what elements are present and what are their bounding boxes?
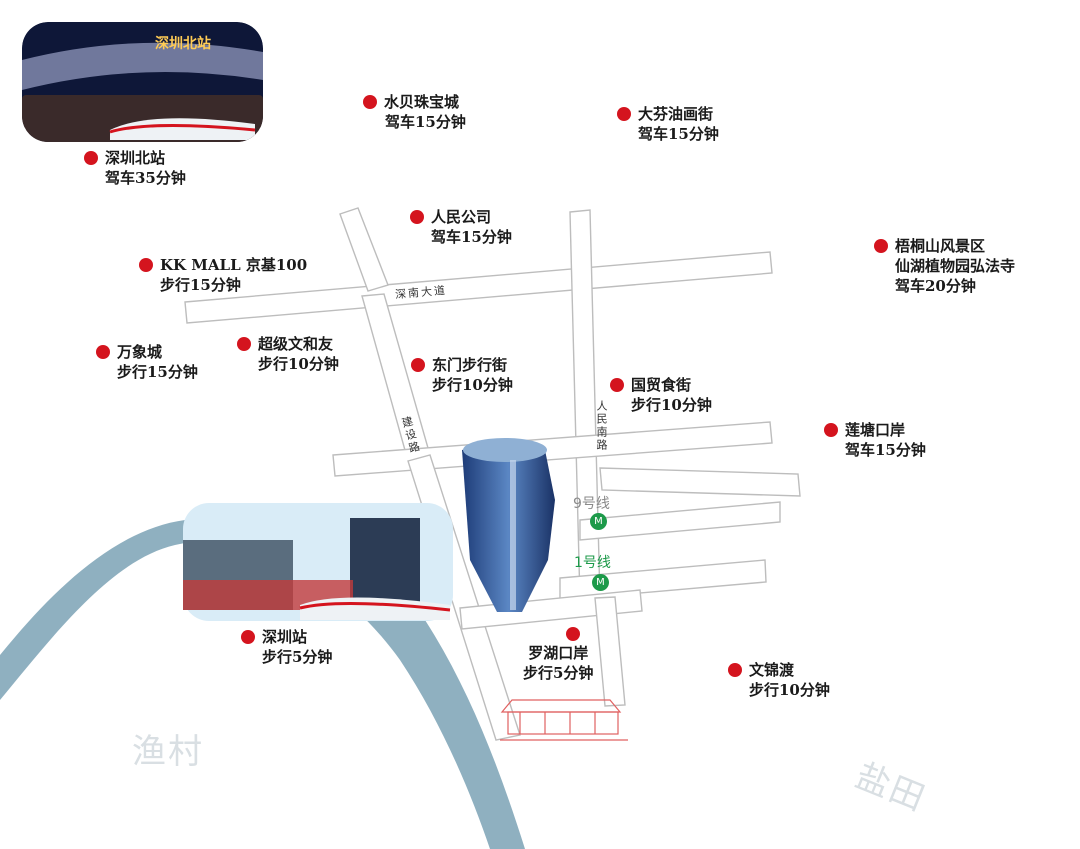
poi-name: 罗湖口岸 xyxy=(528,644,589,662)
poi-time: 驾车15分钟 xyxy=(845,441,926,459)
poi-time: 驾车15分钟 xyxy=(385,113,466,131)
tower-icon xyxy=(462,438,555,612)
poi-time: 步行5分钟 xyxy=(523,664,594,682)
poi-name: 水贝珠宝城 xyxy=(384,93,460,111)
poi-marker-icon xyxy=(139,258,153,272)
poi-time: 步行10分钟 xyxy=(631,396,712,414)
poi-marker-icon xyxy=(410,210,424,224)
area-yucun: 渔村 xyxy=(132,732,204,772)
poi-time: 驾车15分钟 xyxy=(638,125,719,143)
metro-line-9-label: 9号线 xyxy=(573,496,610,512)
poi-time: 步行10分钟 xyxy=(749,681,830,699)
photo-shenzhen-station xyxy=(183,503,453,621)
poi-marker-icon xyxy=(874,239,888,253)
poi-marker-icon xyxy=(728,663,742,677)
road-north-1 xyxy=(339,207,389,292)
poi-marker-icon xyxy=(411,358,425,372)
poi-marker-icon xyxy=(96,345,110,359)
road-east-2 xyxy=(579,501,781,541)
poi-name-2: 仙湖植物园弘法寺 xyxy=(895,257,1016,275)
poi-name: 深圳北站 xyxy=(105,149,166,167)
poi-marker-icon xyxy=(237,337,251,351)
poi-luohu[interactable]: 罗湖口岸步行5分钟 xyxy=(523,624,593,683)
station-sign-text: 深圳北站 xyxy=(155,35,211,52)
poi-shenzhen-station[interactable]: 深圳站步行5分钟 xyxy=(241,627,332,667)
metro-station-1-icon: M xyxy=(592,574,609,591)
poi-chaoji[interactable]: 超级文和友步行10分钟 xyxy=(237,334,339,374)
poi-wutong[interactable]: 梧桐山风景区仙湖植物园弘法寺驾车20分钟 xyxy=(874,236,1015,296)
poi-marker-icon xyxy=(617,107,631,121)
poi-name: 超级文和友 xyxy=(258,335,334,353)
photo-shenzhen-north: 深圳北站 xyxy=(22,22,263,142)
poi-dongmen[interactable]: 东门步行街步行10分钟 xyxy=(411,355,513,395)
poi-marker-icon xyxy=(241,630,255,644)
poi-name: 莲塘口岸 xyxy=(845,421,906,439)
poi-time: 步行5分钟 xyxy=(262,648,333,666)
metro-line-1-label: 1号线 xyxy=(574,555,611,571)
road-east-1 xyxy=(599,467,801,497)
poi-renmin[interactable]: 人民公司驾车15分钟 xyxy=(410,207,512,247)
poi-time: 步行10分钟 xyxy=(432,376,513,394)
poi-name: 深圳站 xyxy=(262,628,308,646)
poi-name: 文锦渡 xyxy=(749,661,795,679)
road-east-3 xyxy=(559,559,767,601)
poi-name: 梧桐山风景区 xyxy=(895,237,986,255)
poi-wenjin[interactable]: 文锦渡步行10分钟 xyxy=(728,660,830,700)
poi-name: 国贸食街 xyxy=(631,376,692,394)
poi-wanxiang[interactable]: 万象城步行15分钟 xyxy=(96,342,198,382)
poi-marker-icon xyxy=(84,151,98,165)
road-label-renminnan: 人民南路 xyxy=(595,400,608,452)
poi-marker-icon xyxy=(363,95,377,109)
poi-marker-icon xyxy=(824,423,838,437)
poi-kkmall[interactable]: KK MALL 京基100 步行15分钟 xyxy=(139,255,307,295)
road-mid xyxy=(332,421,773,477)
poi-marker-icon xyxy=(610,378,624,392)
poi-time: 步行15分钟 xyxy=(160,276,241,294)
luohu-building-icon xyxy=(500,699,628,741)
poi-name: 东门步行街 xyxy=(432,356,508,374)
poi-guomao[interactable]: 国贸食街步行10分钟 xyxy=(610,375,712,415)
metro-station-9-icon: M xyxy=(590,513,607,530)
poi-name: KK MALL 京基100 xyxy=(160,256,308,274)
road-vertical-3 xyxy=(594,596,626,707)
poi-name: 万象城 xyxy=(117,343,163,361)
poi-time: 步行15分钟 xyxy=(117,363,198,381)
poi-time: 驾车35分钟 xyxy=(105,169,186,187)
poi-shenzhen-north[interactable]: 深圳北站驾车35分钟 xyxy=(84,148,186,188)
poi-shuibei[interactable]: 水贝珠宝城驾车15分钟 xyxy=(363,92,466,132)
poi-time: 步行10分钟 xyxy=(258,355,339,373)
poi-dafen[interactable]: 大芬油画街驾车15分钟 xyxy=(617,104,719,144)
poi-name: 大芬油画街 xyxy=(638,105,714,123)
poi-liantang[interactable]: 莲塘口岸驾车15分钟 xyxy=(824,420,926,460)
poi-time: 驾车15分钟 xyxy=(431,228,512,246)
poi-marker-icon xyxy=(566,627,581,641)
poi-time: 驾车20分钟 xyxy=(895,277,976,295)
poi-name: 人民公司 xyxy=(431,208,492,226)
